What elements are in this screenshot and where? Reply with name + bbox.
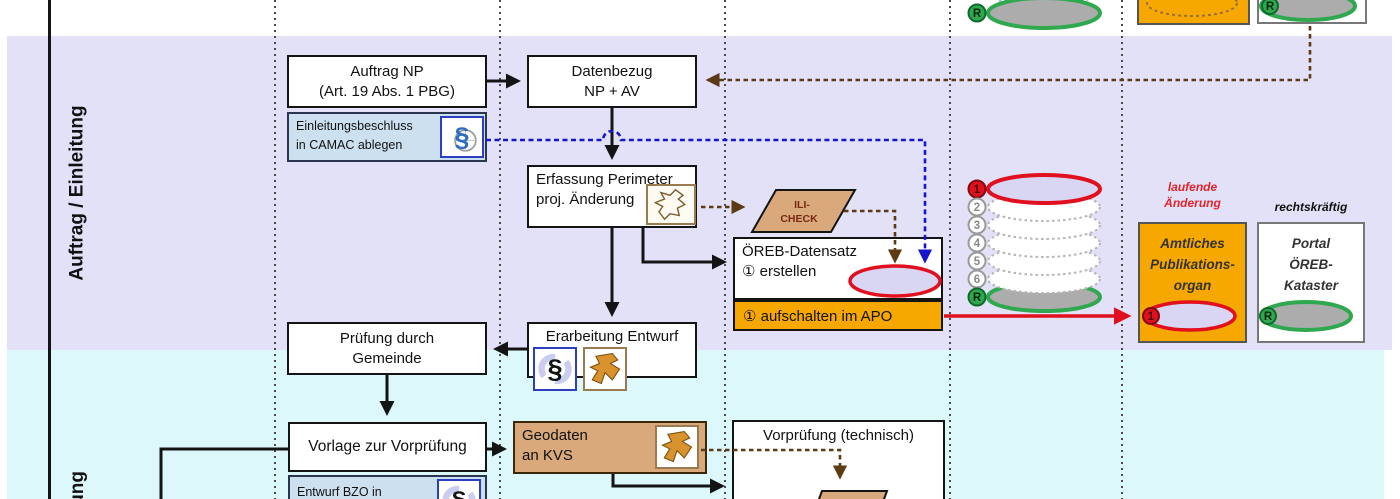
node-amtliches-publikationsorgan: Amtliches Publikations- organ [1138, 222, 1247, 343]
globe-sketch [454, 129, 477, 152]
node-label: an KVS [522, 446, 573, 464]
node-label: Publikations- [1150, 256, 1235, 272]
badge-top-cylinder-r: R [967, 3, 987, 23]
node-label: Prüfung durch [339, 330, 435, 347]
node-auftrag-np: Auftrag NP (Art. 19 Abs. 1 PBG) [287, 55, 487, 108]
node-label: ÖREB- [1289, 256, 1333, 272]
lane-border-line [48, 0, 51, 499]
pinwheel-arrows [538, 353, 572, 385]
column-separator [499, 0, 501, 499]
node-label: NP + AV [584, 82, 640, 100]
node-label: Vorprüfung (technisch) [763, 427, 914, 444]
node-label: Erarbeitung Entwurf [545, 328, 679, 345]
node-portal-oereb-kataster: Portal ÖREB- Kataster [1257, 222, 1365, 343]
column-separator [949, 0, 951, 499]
node-label: Gemeinde [352, 349, 422, 367]
lane-label-auftrag-einleitung: Auftrag / Einleitung [52, 36, 104, 350]
top-database-cylinder [986, 0, 1102, 30]
node-datenbezug: Datenbezug NP + AV [527, 55, 697, 108]
perimeter-outline [653, 188, 687, 221]
node-label: proj. Änderung [536, 190, 635, 208]
node-label: Geodaten [522, 427, 588, 444]
node-pruefung-gemeinde: Prüfung durch Gemeinde [287, 322, 487, 375]
geodata-tool-icon [583, 347, 627, 391]
node-label: organ [1173, 277, 1212, 293]
paragraph-law-icon: § [440, 116, 484, 158]
node-label: Auftrag NP [350, 63, 424, 80]
perimeter-map-icon [646, 184, 696, 225]
node-label: (Art. 19 Abs. 1 PBG) [319, 82, 455, 100]
node-oereb-datensatz: ÖREB-Datensatz ① erstellen [733, 237, 943, 300]
node-label: ÖREB-Datensatz [742, 243, 858, 260]
doc-label: in CAMAC ablegen [296, 138, 403, 153]
top-publikationsorgan-box [1137, 0, 1250, 25]
lane-label-text: Auftrag / Einleitung [67, 105, 88, 281]
tool-shape [589, 352, 621, 385]
node-label: Kataster [1283, 277, 1339, 293]
column-separator [1121, 0, 1123, 499]
pinwheel-arrows [442, 485, 476, 499]
paragraph-law-icon: § [533, 347, 577, 391]
node-label: Portal [1291, 236, 1331, 251]
node-label: ① erstellen [742, 262, 817, 280]
note-rechtskraeftig: rechtskräftig [1257, 200, 1365, 216]
node-label: Datenbezug [571, 63, 653, 80]
tool-shape [661, 430, 693, 463]
note-line: rechtskräftig [1274, 200, 1348, 214]
note-laufende-aenderung: laufende Änderung [1138, 180, 1247, 211]
lane-label-vorpruefung: Vorprüfung [52, 471, 104, 499]
node-aufschalten-apo: ① aufschalten im APO [733, 300, 943, 331]
paragraph-glyph: § [547, 353, 563, 384]
node-label: ① aufschalten im APO [743, 307, 893, 325]
column-separator [724, 0, 726, 499]
geodata-tool-icon [655, 425, 699, 469]
lane-label-text: Vorprüfung [67, 471, 89, 499]
doc-label: Entwurf BZO in [297, 485, 382, 499]
paragraph-law-icon: § [437, 479, 481, 499]
doc-label: Einleitungsbeschluss [296, 119, 413, 133]
column-separator [274, 0, 276, 499]
node-vorpruefung-technisch: Vorprüfung (technisch) [732, 420, 945, 499]
node-label: Vorlage zur Vorprüfung [308, 437, 467, 455]
top-portal-box [1257, 0, 1367, 24]
node-vorlage-vorpruefung: Vorlage zur Vorprüfung [288, 422, 487, 472]
paragraph-glyph: § [454, 121, 470, 152]
paragraph-glyph: § [439, 481, 479, 499]
node-label: Amtliches [1160, 236, 1225, 251]
note-line: Änderung [1164, 195, 1221, 210]
svg-text:R: R [973, 8, 982, 20]
note-line: laufende [1167, 180, 1218, 194]
